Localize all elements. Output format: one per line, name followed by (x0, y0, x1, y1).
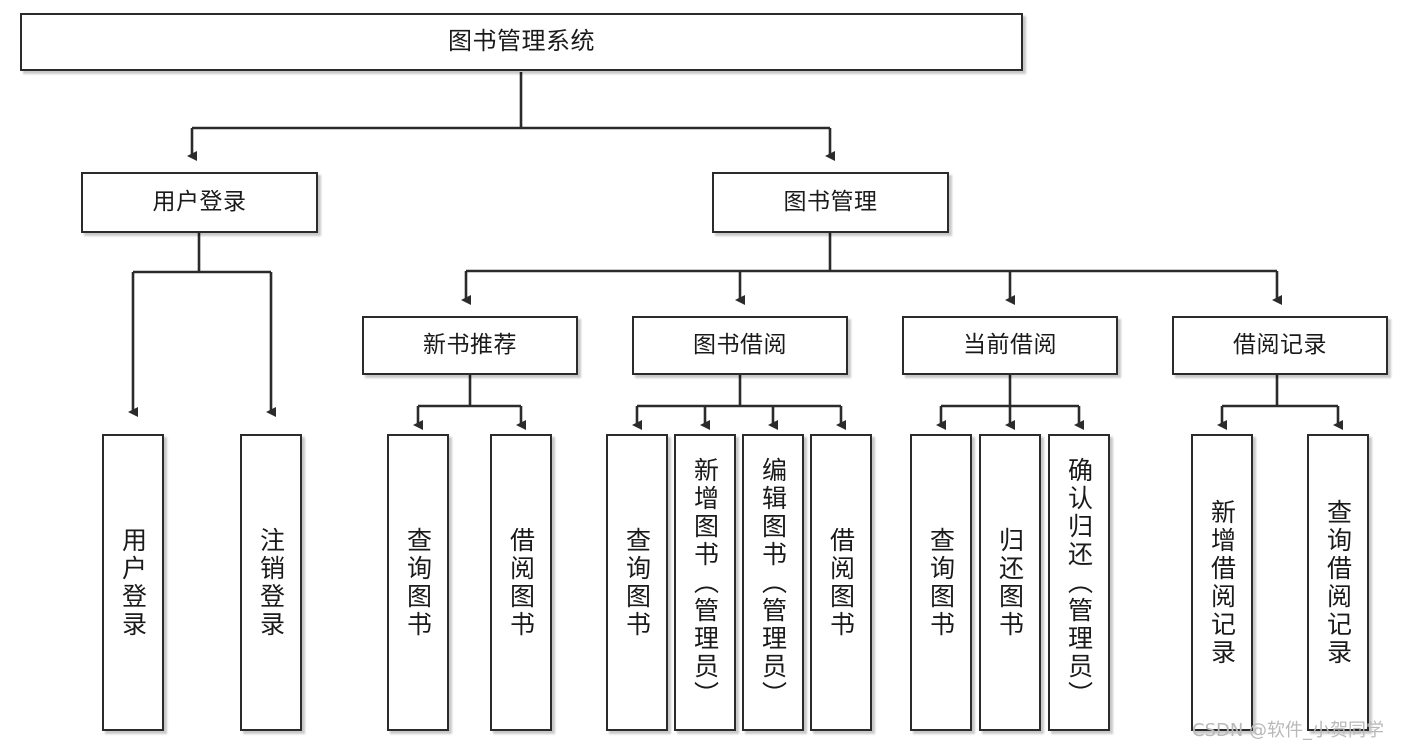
node-leaf-query-record[interactable]: 查询借阅记录 (1307, 434, 1369, 731)
node-leaf-borrow-book-2-label: 借阅图书 (826, 526, 856, 639)
node-leaf-add-record-label: 新增借阅记录 (1207, 498, 1237, 667)
node-leaf-query-book-2-label: 查询图书 (622, 526, 652, 639)
node-user-login-label: 用户登录 (152, 189, 247, 216)
node-current-borrow[interactable]: 当前借阅 (902, 316, 1118, 375)
node-leaf-edit-book[interactable]: 编辑图书（管理员） (742, 434, 804, 731)
node-leaf-edit-book-label: 编辑图书（管理员） (758, 456, 788, 709)
node-leaf-add-book[interactable]: 新增图书（管理员） (674, 434, 736, 731)
node-book-borrow[interactable]: 图书借阅 (632, 316, 848, 375)
node-leaf-query-book-2[interactable]: 查询图书 (606, 434, 668, 731)
node-leaf-borrow-book-2[interactable]: 借阅图书 (810, 434, 872, 731)
node-borrow-record-label: 借阅记录 (1233, 332, 1327, 359)
node-leaf-add-record[interactable]: 新增借阅记录 (1191, 434, 1253, 731)
node-leaf-user-login[interactable]: 用户登录 (102, 434, 164, 731)
node-borrow-record[interactable]: 借阅记录 (1172, 316, 1388, 375)
node-new-book-recommend-label: 新书推荐 (423, 332, 517, 359)
node-leaf-confirm-return-label: 确认归还（管理员） (1064, 456, 1094, 709)
node-leaf-logout-label: 注销登录 (256, 526, 286, 639)
node-leaf-add-book-label: 新增图书（管理员） (690, 456, 720, 709)
node-leaf-query-book-1[interactable]: 查询图书 (387, 434, 449, 731)
node-leaf-borrow-book-1[interactable]: 借阅图书 (490, 434, 552, 731)
node-book-manage-label: 图书管理 (783, 189, 878, 216)
node-leaf-query-book-1-label: 查询图书 (403, 526, 433, 639)
node-leaf-confirm-return[interactable]: 确认归还（管理员） (1048, 434, 1110, 731)
node-leaf-borrow-book-1-label: 借阅图书 (506, 526, 536, 639)
node-leaf-return-book[interactable]: 归还图书 (979, 434, 1041, 731)
node-root[interactable]: 图书管理系统 (20, 13, 1023, 71)
watermark: CSDN @软件_小贺同学 (1192, 720, 1385, 741)
node-leaf-user-login-label: 用户登录 (118, 526, 148, 639)
node-leaf-logout[interactable]: 注销登录 (240, 434, 302, 731)
node-user-login[interactable]: 用户登录 (81, 172, 318, 233)
node-book-borrow-label: 图书借阅 (693, 332, 787, 359)
node-leaf-query-book-3[interactable]: 查询图书 (910, 434, 972, 731)
node-book-manage[interactable]: 图书管理 (712, 172, 949, 233)
node-leaf-query-record-label: 查询借阅记录 (1323, 498, 1353, 667)
node-root-label: 图书管理系统 (448, 27, 595, 56)
node-leaf-query-book-3-label: 查询图书 (926, 526, 956, 639)
node-new-book-recommend[interactable]: 新书推荐 (362, 316, 578, 375)
node-current-borrow-label: 当前借阅 (963, 332, 1057, 359)
node-leaf-return-book-label: 归还图书 (995, 526, 1025, 639)
